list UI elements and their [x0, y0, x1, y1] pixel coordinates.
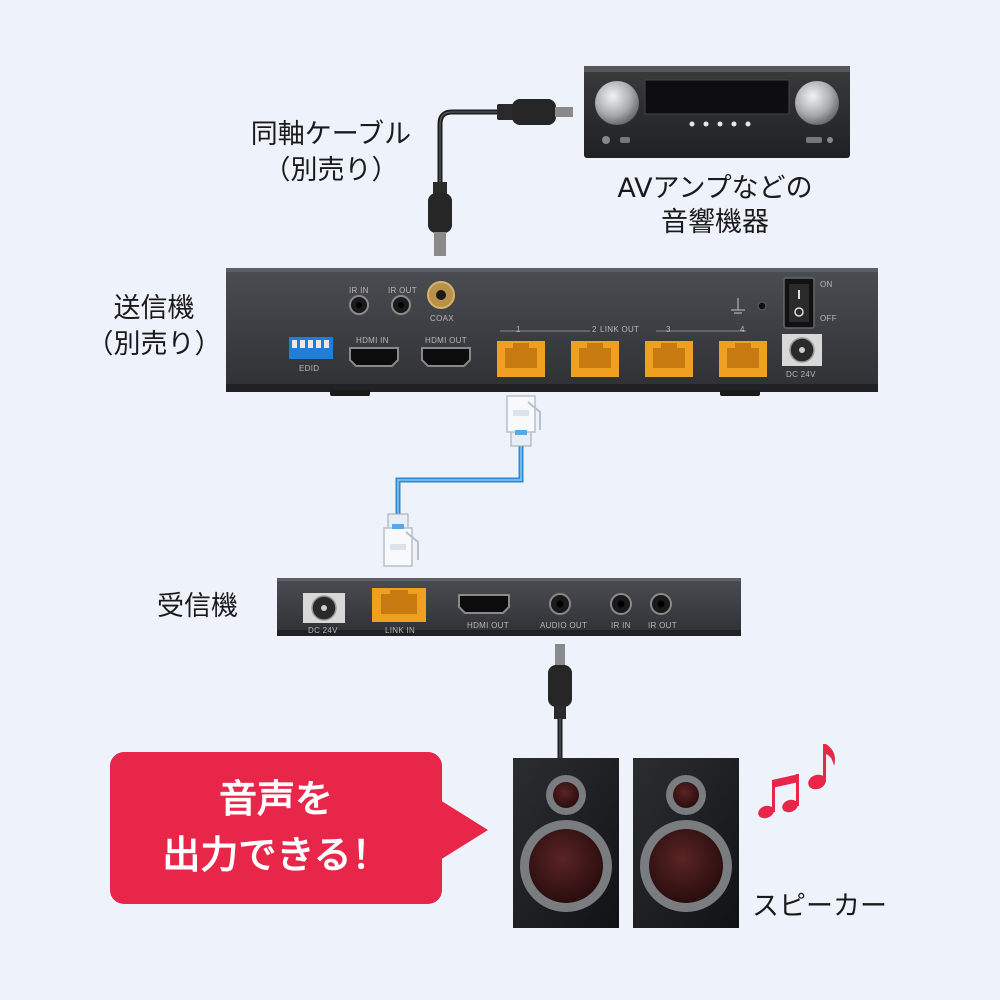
ground-icon [731, 298, 745, 314]
tx-link-2-label: 2 [592, 325, 597, 334]
rx-audio-out-label: AUDIO OUT [540, 621, 588, 630]
tx-link-out-port-3 [645, 341, 693, 377]
rx-link-in-label: LINK IN [385, 626, 416, 635]
tx-link-3-label: 3 [666, 325, 671, 334]
callout-line2: 出力できる！ [162, 833, 390, 877]
callout-line1: 音声を [218, 777, 333, 821]
callout-bubble [110, 752, 488, 904]
coax-cable-note: （別売り） [263, 155, 399, 186]
coax-plug-pin [555, 107, 573, 117]
tx-link-1-label: 1 [516, 325, 521, 334]
tx-dc-label: DC 24V [786, 370, 816, 379]
tx-ir-out-label: IR OUT [388, 286, 417, 295]
av-amplifier [584, 66, 850, 158]
transmitter-device [226, 268, 878, 396]
tx-link-out-port-2 [571, 341, 619, 377]
coax-plug-boot [497, 104, 515, 120]
rx-dc-label: DC 24V [308, 626, 338, 635]
tx-hdmi-in-port [349, 347, 399, 367]
tx-link-4-label: 4 [740, 325, 745, 334]
rx-hdmi-out-label: HDMI OUT [467, 621, 509, 630]
rx-link-in-port [372, 588, 426, 622]
transmitter-label: 送信機 [113, 293, 195, 324]
amp-display [644, 79, 790, 115]
tx-edid-label: EDID [299, 364, 320, 373]
rx-ir-in-label: IR IN [611, 621, 631, 630]
speaker-label: スピーカー [752, 891, 887, 922]
lan-cable [383, 395, 541, 567]
av-amp-label-line1: AVアンプなどの [617, 173, 813, 204]
amp-knob-right [795, 81, 839, 125]
tx-off-label: OFF [820, 314, 837, 323]
lan-plug-bottom [383, 513, 419, 567]
rx-hdmi-out-port [458, 594, 510, 614]
lan-plug-top [506, 395, 541, 447]
speaker-left [513, 758, 619, 928]
audio-cable [548, 644, 572, 760]
tx-hdmi-in-label: HDMI IN [356, 336, 389, 345]
tx-link-out-port-1 [497, 341, 545, 377]
tx-ir-in-label: IR IN [349, 286, 369, 295]
tx-hdmi-out-label: HDMI OUT [425, 336, 467, 345]
amp-knob-left [595, 81, 639, 125]
coax-plug-amp [512, 99, 556, 125]
coax-cable [428, 99, 573, 256]
tx-link-out-label: LINK OUT [600, 325, 640, 334]
receiver-label: 受信機 [157, 591, 238, 622]
rx-ir-out-label: IR OUT [648, 621, 677, 630]
transmitter-note: （別売り） [86, 329, 222, 360]
tx-coax-label: COAX [430, 314, 454, 323]
music-note-icon [758, 744, 835, 819]
tx-hdmi-out-port [421, 347, 471, 367]
coax-plug-transmitter [428, 193, 452, 233]
tx-on-label: ON [820, 280, 833, 289]
speaker-right [633, 758, 739, 928]
tx-link-out-port-4 [719, 341, 767, 377]
av-amp-label-line2: 音響機器 [661, 207, 769, 238]
coax-cable-label: 同軸ケーブル [250, 119, 412, 150]
receiver-device [277, 578, 741, 636]
